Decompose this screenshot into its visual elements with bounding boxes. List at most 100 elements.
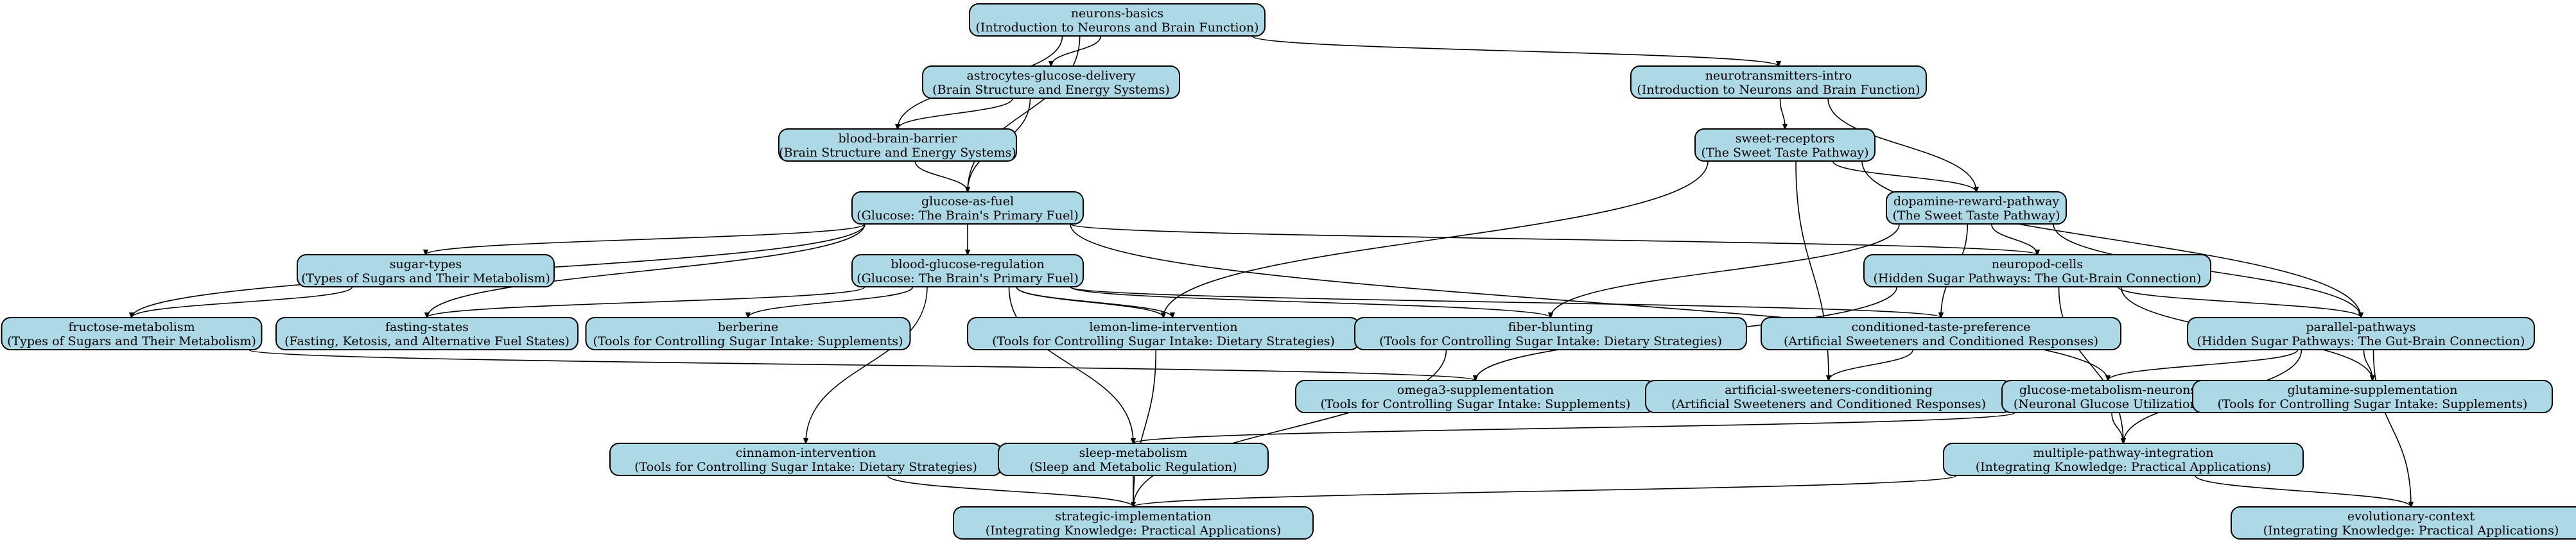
node-parallel-pathways[interactable]: parallel-pathways(Hidden Sugar Pathways:… xyxy=(2187,317,2535,350)
node-box[interactable] xyxy=(851,191,1084,225)
edge-cinnamon-intervention-to-strategic-implementation xyxy=(887,475,1134,507)
node-subtitle: (Tools for Controlling Sugar Intake: Die… xyxy=(634,460,977,474)
node-artificial-sweeteners-conditioning[interactable]: artificial-sweeteners-conditioning(Artif… xyxy=(1645,380,2012,413)
node-box[interactable] xyxy=(2192,380,2553,413)
node-blood-glucose-regulation[interactable]: blood-glucose-regulation(Glucose: The Br… xyxy=(851,254,1084,287)
edge-glucose-as-fuel-to-sugar-types xyxy=(426,223,866,255)
node-multiple-pathway-integration[interactable]: multiple-pathway-integration(Integrating… xyxy=(1943,443,2304,476)
node-berberine[interactable]: berberine(Tools for Controlling Sugar In… xyxy=(585,317,911,350)
node-subtitle: (Tools for Controlling Sugar Intake: Die… xyxy=(1379,334,1722,348)
node-glucose-metabolism-neurons[interactable]: glucose-metabolism-neurons(Neuronal Gluc… xyxy=(2001,380,2215,413)
node-glucose-as-fuel[interactable]: glucose-as-fuel(Glucose: The Brain's Pri… xyxy=(851,191,1084,225)
node-title: glucose-as-fuel xyxy=(921,194,1014,209)
node-title: conditioned-taste-preference xyxy=(1852,320,2031,334)
node-box[interactable] xyxy=(1943,443,2304,476)
edge-sweet-receptors-to-lemon-lime-intervention xyxy=(1163,160,1709,318)
node-fiber-blunting[interactable]: fiber-blunting(Tools for Controlling Sug… xyxy=(1354,317,1747,350)
node-dopamine-reward-pathway[interactable]: dopamine-reward-pathway(The Sweet Taste … xyxy=(1886,191,2067,225)
node-box[interactable] xyxy=(585,317,911,350)
node-box[interactable] xyxy=(969,3,1266,37)
node-subtitle: (Types of Sugars and Their Metabolism) xyxy=(7,334,256,348)
node-neuropod-cells[interactable]: neuropod-cells(Hidden Sugar Pathways: Th… xyxy=(1863,254,2211,287)
node-subtitle: (Tools for Controlling Sugar Intake: Die… xyxy=(992,334,1335,348)
edge-neurotransmitters-intro-to-sweet-receptors xyxy=(1779,98,1786,129)
edge-fiber-blunting-to-strategic-implementation xyxy=(1133,349,1447,507)
edge-astrocytes-glucose-delivery-to-blood-brain-barrier xyxy=(898,98,1014,129)
node-sweet-receptors[interactable]: sweet-receptors(The Sweet Taste Pathway) xyxy=(1694,128,1875,162)
edge-neuropod-cells-to-multiple-pathway-integration xyxy=(2058,286,2124,443)
edge-blood-glucose-regulation-to-fasting-states xyxy=(427,286,866,318)
node-sleep-metabolism[interactable]: sleep-metabolism(Sleep and Metabolic Reg… xyxy=(998,443,1269,476)
edge-blood-brain-barrier-to-glucose-as-fuel xyxy=(914,160,968,192)
node-box[interactable] xyxy=(1354,317,1747,350)
node-title: glutamine-supplementation xyxy=(2288,383,2458,397)
node-omega3-supplementation[interactable]: omega3-supplementation(Tools for Control… xyxy=(1295,380,1656,413)
node-box[interactable] xyxy=(2187,317,2535,350)
node-subtitle: (Glucose: The Brain's Primary Fuel) xyxy=(857,271,1079,286)
node-box[interactable] xyxy=(297,254,555,287)
node-subtitle: (Integrating Knowledge: Practical Applic… xyxy=(2263,524,2559,538)
node-title: sugar-types xyxy=(390,257,462,271)
node-title: astrocytes-glucose-delivery xyxy=(967,69,1136,83)
node-lemon-lime-intervention[interactable]: lemon-lime-intervention(Tools for Contro… xyxy=(967,317,1360,350)
node-astrocytes-glucose-delivery[interactable]: astrocytes-glucose-delivery(Brain Struct… xyxy=(922,65,1180,99)
node-box[interactable] xyxy=(1694,128,1875,162)
node-subtitle: (Artificial Sweeteners and Conditioned R… xyxy=(1784,334,2098,348)
edge-dopamine-reward-pathway-to-fiber-blunting xyxy=(1551,223,1900,318)
node-subtitle: (Artificial Sweeteners and Conditioned R… xyxy=(1671,397,1986,411)
node-subtitle: (Types of Sugars and Their Metabolism) xyxy=(301,271,550,286)
node-title: neurons-basics xyxy=(1071,6,1163,21)
node-title: multiple-pathway-integration xyxy=(2033,446,2213,460)
node-box[interactable] xyxy=(275,317,579,350)
node-box[interactable] xyxy=(1761,317,2121,350)
node-conditioned-taste-preference[interactable]: conditioned-taste-preference(Artificial … xyxy=(1761,317,2121,350)
edge-glucose-metabolism-neurons-to-multiple-pathway-integration xyxy=(2111,412,2123,443)
edge-sweet-receptors-to-parallel-pathways xyxy=(1861,160,2361,318)
node-box[interactable] xyxy=(1630,65,1927,99)
node-title: blood-brain-barrier xyxy=(838,132,957,146)
node-box[interactable] xyxy=(851,254,1084,287)
node-box[interactable] xyxy=(1,317,263,350)
node-box[interactable] xyxy=(953,506,1314,540)
node-evolutionary-context[interactable]: evolutionary-context(Integrating Knowled… xyxy=(2231,506,2576,540)
node-sugar-types[interactable]: sugar-types(Types of Sugars and Their Me… xyxy=(297,254,555,287)
node-title: fasting-states xyxy=(385,320,469,334)
edge-blood-glucose-regulation-to-conditioned-taste-preference xyxy=(1070,286,1941,318)
node-title: neurotransmitters-intro xyxy=(1705,69,1852,83)
node-box[interactable] xyxy=(1863,254,2211,287)
node-glutamine-supplementation[interactable]: glutamine-supplementation(Tools for Cont… xyxy=(2192,380,2553,413)
node-cinnamon-intervention[interactable]: cinnamon-intervention(Tools for Controll… xyxy=(609,443,1002,476)
node-box[interactable] xyxy=(922,65,1180,99)
edge-neurons-basics-to-astrocytes-glucose-delivery xyxy=(1051,35,1102,66)
node-subtitle: (Neuronal Glucose Utilization) xyxy=(2014,397,2202,411)
node-strategic-implementation[interactable]: strategic-implementation(Integrating Kno… xyxy=(953,506,1314,540)
edge-blood-glucose-regulation-to-berberine xyxy=(748,286,914,318)
node-title: parallel-pathways xyxy=(2306,320,2415,334)
node-title: evolutionary-context xyxy=(2347,509,2475,524)
node-title: lemon-lime-intervention xyxy=(1089,320,1237,334)
node-subtitle: (Glucose: The Brain's Primary Fuel) xyxy=(857,209,1079,223)
node-box[interactable] xyxy=(778,128,1017,162)
edge-neurotransmitters-intro-to-dopamine-reward-pathway xyxy=(1827,98,1976,192)
node-fructose-metabolism[interactable]: fructose-metabolism(Types of Sugars and … xyxy=(1,317,263,350)
edge-parallel-pathways-to-glucose-metabolism-neurons xyxy=(2108,349,2299,380)
node-title: fiber-blunting xyxy=(1508,320,1593,334)
node-fasting-states[interactable]: fasting-states(Fasting, Ketosis, and Alt… xyxy=(275,317,579,350)
node-neurotransmitters-intro[interactable]: neurotransmitters-intro(Introduction to … xyxy=(1630,65,1927,99)
node-blood-brain-barrier[interactable]: blood-brain-barrier(Brain Structure and … xyxy=(778,128,1017,162)
node-box[interactable] xyxy=(1886,191,2067,225)
edge-dopamine-reward-pathway-to-neuropod-cells xyxy=(1990,223,2037,255)
edge-glucose-as-fuel-to-fasting-states xyxy=(427,223,866,318)
edge-parallel-pathways-to-evolutionary-context xyxy=(2372,349,2412,507)
node-title: sweet-receptors xyxy=(1736,132,1835,146)
node-subtitle: (Integrating Knowledge: Practical Applic… xyxy=(986,524,1282,538)
edge-sugar-types-to-fructose-metabolism xyxy=(132,286,353,318)
node-title: neuropod-cells xyxy=(1992,257,2083,271)
node-title: berberine xyxy=(718,320,779,334)
node-neurons-basics[interactable]: neurons-basics(Introduction to Neurons a… xyxy=(969,3,1266,37)
node-box[interactable] xyxy=(998,443,1269,476)
node-title: blood-glucose-regulation xyxy=(891,257,1044,271)
edge-neurons-basics-to-glucose-as-fuel xyxy=(968,35,1081,192)
node-box[interactable] xyxy=(2231,506,2576,540)
